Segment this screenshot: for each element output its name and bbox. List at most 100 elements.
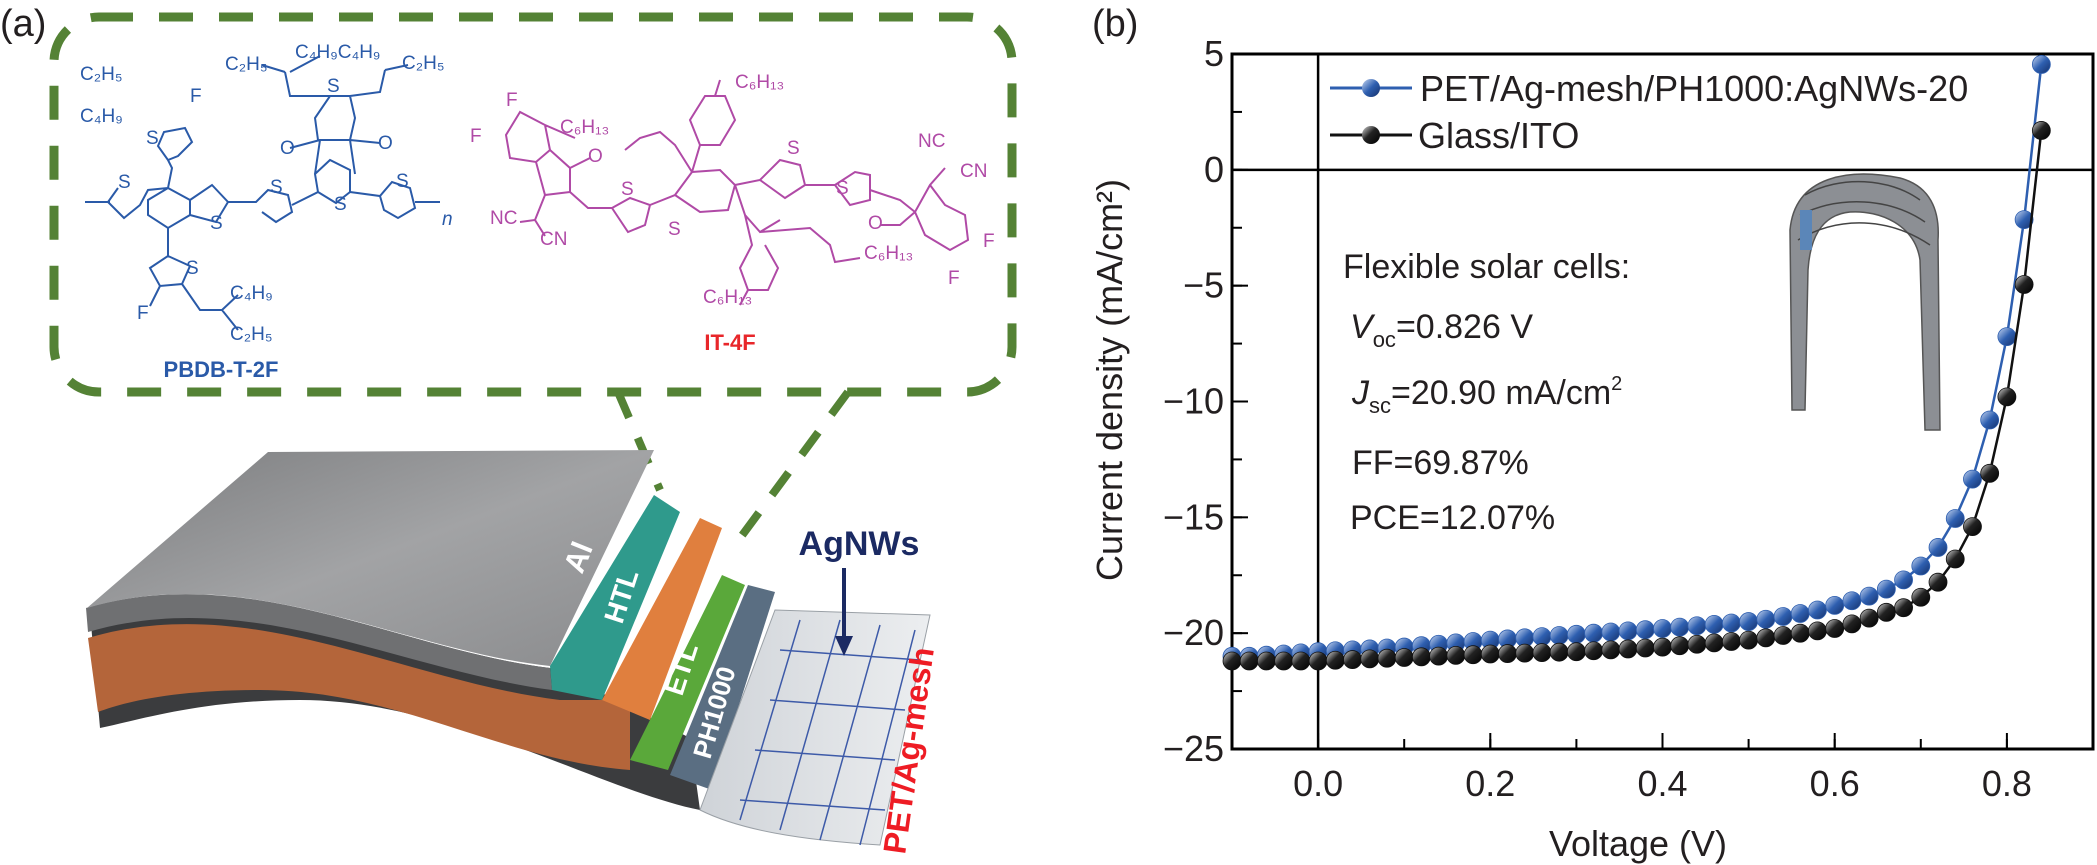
data-point	[1549, 642, 1569, 662]
data-point	[1446, 646, 1466, 665]
data-point	[1257, 651, 1276, 671]
annotation-jsc: Jsc=20.90 mA/cm2	[1351, 373, 1622, 418]
atom-label: O	[378, 133, 393, 154]
jsc-superscript: 2	[1611, 373, 1622, 395]
data-point	[1653, 619, 1672, 638]
data-point	[1584, 623, 1604, 643]
callout-connector-right	[731, 389, 852, 548]
atom-label: C₂H₅	[402, 53, 444, 74]
y-tick-label: 5	[1204, 33, 1224, 74]
acceptor-name-label: IT-4F	[704, 330, 755, 355]
atom-label: C₄H₉	[80, 106, 123, 127]
data-point	[2014, 275, 2034, 294]
ph1000-green-layer	[630, 575, 745, 770]
data-point	[1808, 621, 1827, 641]
data-point	[1222, 651, 1242, 671]
data-point	[1739, 630, 1758, 650]
htl-layer	[550, 495, 680, 700]
atom-label: F	[948, 268, 960, 289]
etl-layer	[602, 518, 722, 720]
atom-label: n	[442, 209, 453, 230]
atom-label: C₂H₅	[80, 64, 122, 85]
data-point	[1618, 639, 1638, 659]
al-top-face	[87, 450, 654, 666]
atom-label: F	[983, 231, 995, 252]
data-point	[1859, 586, 1879, 606]
data-point	[1377, 648, 1397, 668]
zero-lines	[1232, 54, 2093, 749]
atom-label: S	[836, 178, 849, 199]
htl-layer-label: HTL	[598, 566, 644, 627]
data-point	[1670, 636, 1690, 656]
data-point	[1601, 640, 1621, 660]
x-tick-label: 0.0	[1293, 763, 1343, 804]
x-tick-label: 0.6	[1810, 763, 1860, 804]
data-point	[1360, 649, 1380, 669]
donor-name-label: PBDB-T-2F	[164, 357, 279, 382]
atom-label: F	[137, 303, 149, 324]
y-tick-label: −25	[1163, 728, 1224, 769]
y-tick-label: −20	[1163, 612, 1224, 653]
data-point	[1515, 643, 1535, 663]
data-point	[1963, 517, 1982, 536]
data-point	[1463, 645, 1483, 665]
data-point	[1704, 633, 1724, 653]
dashed-callout-box	[49, 12, 1017, 397]
atom-label: C₂H₅	[225, 54, 267, 75]
data-point	[1825, 619, 1845, 638]
x-tick-label: 0.4	[1637, 763, 1687, 804]
data-point	[2031, 55, 2051, 74]
y-tick-label: −10	[1163, 381, 1224, 422]
arrow-head-icon	[835, 636, 853, 656]
atom-label: S	[210, 213, 223, 234]
atom-label: CN	[960, 161, 987, 182]
data-point	[1549, 626, 1569, 645]
agnws-label: AgNWs	[799, 525, 920, 563]
data-point	[1859, 608, 1879, 628]
jsc-subscript: sc	[1369, 393, 1391, 418]
atom-label: NC	[490, 208, 517, 229]
voc-value: =0.826 V	[1396, 308, 1533, 346]
annotation-heading: Flexible solar cells:	[1343, 248, 1630, 286]
data-point	[1876, 579, 1896, 599]
data-point	[1721, 613, 1741, 633]
atom-label: F	[506, 90, 518, 111]
legend-label-blue: PET/Ag-mesh/PH1000:AgNWs-20	[1420, 68, 1968, 109]
legend-marker-black	[1362, 126, 1380, 144]
data-point	[1480, 644, 1500, 664]
annotation-ff: FF=69.87%	[1352, 444, 1529, 482]
y-axis-label: Current density (mA/cm²)	[1089, 179, 1130, 581]
data-point	[1945, 509, 1965, 528]
data-point	[1274, 651, 1294, 671]
atom-label: S	[787, 138, 800, 159]
pbdb-t-2f-structure: C₂H₅ C₄H₉ F S S S S C₂H₅ C₄H₉C₄H₉ C₂H₅ S…	[80, 42, 453, 382]
data-point	[1687, 616, 1707, 636]
data-point	[1945, 549, 1965, 569]
data-point	[1394, 648, 1414, 667]
atom-label: CN	[540, 229, 567, 250]
atom-label: C₆H₁₃	[864, 243, 913, 264]
series-pet-ag-mesh	[1222, 55, 2051, 666]
x-tick-label: 0.8	[1982, 763, 2032, 804]
atom-label: S	[327, 76, 340, 97]
legend: PET/Ag-mesh/PH1000:AgNWs-20 Glass/ITO	[1330, 68, 1968, 156]
data-point	[2031, 121, 2051, 140]
voc-subscript: oc	[1373, 327, 1396, 352]
data-point	[1308, 651, 1328, 671]
atom-label: F	[470, 126, 482, 147]
data-point	[1963, 469, 1982, 489]
legend-label-black: Glass/ITO	[1418, 115, 1579, 156]
data-point	[1928, 538, 1948, 557]
panel-a-label: (a)	[0, 3, 46, 45]
panel-a: (a) C₂H₅ C₄H₉ F S S S S C₂H₅ C₄H₉C₄H₉ C₂…	[0, 3, 1017, 856]
data-point	[1325, 650, 1345, 670]
data-point	[1773, 626, 1793, 645]
device-stack-illustration: Al HTL ETL PH1000 AgNWs PET/Ag-mesh	[86, 450, 941, 856]
atom-label: S	[334, 194, 347, 215]
atom-label: O	[868, 213, 883, 234]
data-point	[1773, 607, 1793, 626]
atom-label: C₄H₉C₄H₉	[295, 42, 380, 63]
annotation-voc: Voc=0.826 V	[1350, 308, 1533, 352]
data-point	[1739, 612, 1758, 631]
